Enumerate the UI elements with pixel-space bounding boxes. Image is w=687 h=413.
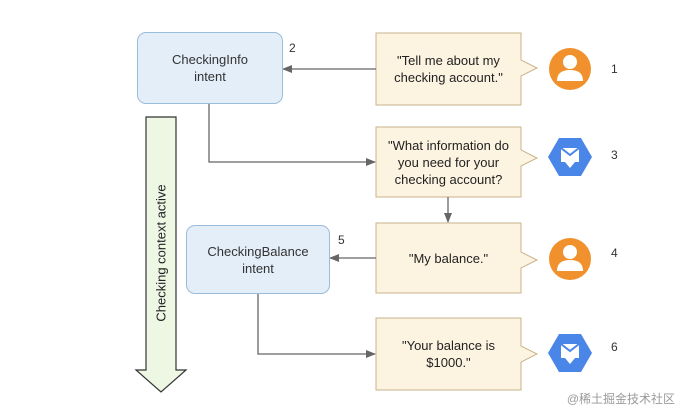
message-line: checking account?	[394, 171, 503, 187]
message-line: $1000."	[426, 355, 471, 370]
checkingbalance-intent-box: CheckingBalance intent	[186, 225, 330, 294]
message-line: "Tell me about my	[397, 53, 500, 68]
context-active-arrow	[134, 116, 188, 393]
message-line: "What information do	[388, 137, 509, 153]
context-active-label: Checking context active	[153, 184, 169, 322]
message-text: "Tell me about my checking account."	[376, 33, 521, 105]
message-bubble-1	[375, 32, 539, 106]
step-number: 6	[611, 340, 618, 354]
user-icon	[549, 48, 591, 90]
connector-checkinginfo-to-message3	[208, 104, 376, 166]
message-line: "Your balance is	[401, 338, 496, 353]
message-line: you need for your	[397, 154, 500, 170]
step-number: 4	[611, 246, 618, 260]
connector-checkingbalance-to-message6	[257, 292, 376, 358]
intent-name: CheckingBalance	[207, 243, 309, 259]
intent-type: intent	[242, 260, 274, 276]
step-number: 3	[611, 148, 618, 162]
message-line: "My balance."	[408, 250, 489, 266]
user-icon	[549, 238, 591, 280]
step-number: 2	[289, 41, 296, 55]
message-bubble-6	[375, 317, 539, 391]
agent-icon	[548, 138, 592, 176]
agent-icon	[548, 334, 592, 372]
step-number: 1	[611, 62, 618, 76]
watermark: @稀土掘金技术社区	[566, 392, 675, 406]
message-text: "Your balance is $1000."	[376, 318, 521, 390]
message-line: checking account."	[394, 70, 503, 85]
checkinginfo-intent-box: CheckingInfo intent	[137, 32, 283, 104]
intent-type: intent	[194, 69, 226, 84]
message-bubble-3	[375, 126, 539, 198]
message-text: "What information do you need for your c…	[376, 127, 521, 197]
step-number: 5	[338, 233, 345, 247]
message-text: "My balance."	[376, 223, 521, 293]
message-bubble-4	[375, 222, 539, 294]
intent-name: CheckingInfo	[172, 52, 248, 67]
